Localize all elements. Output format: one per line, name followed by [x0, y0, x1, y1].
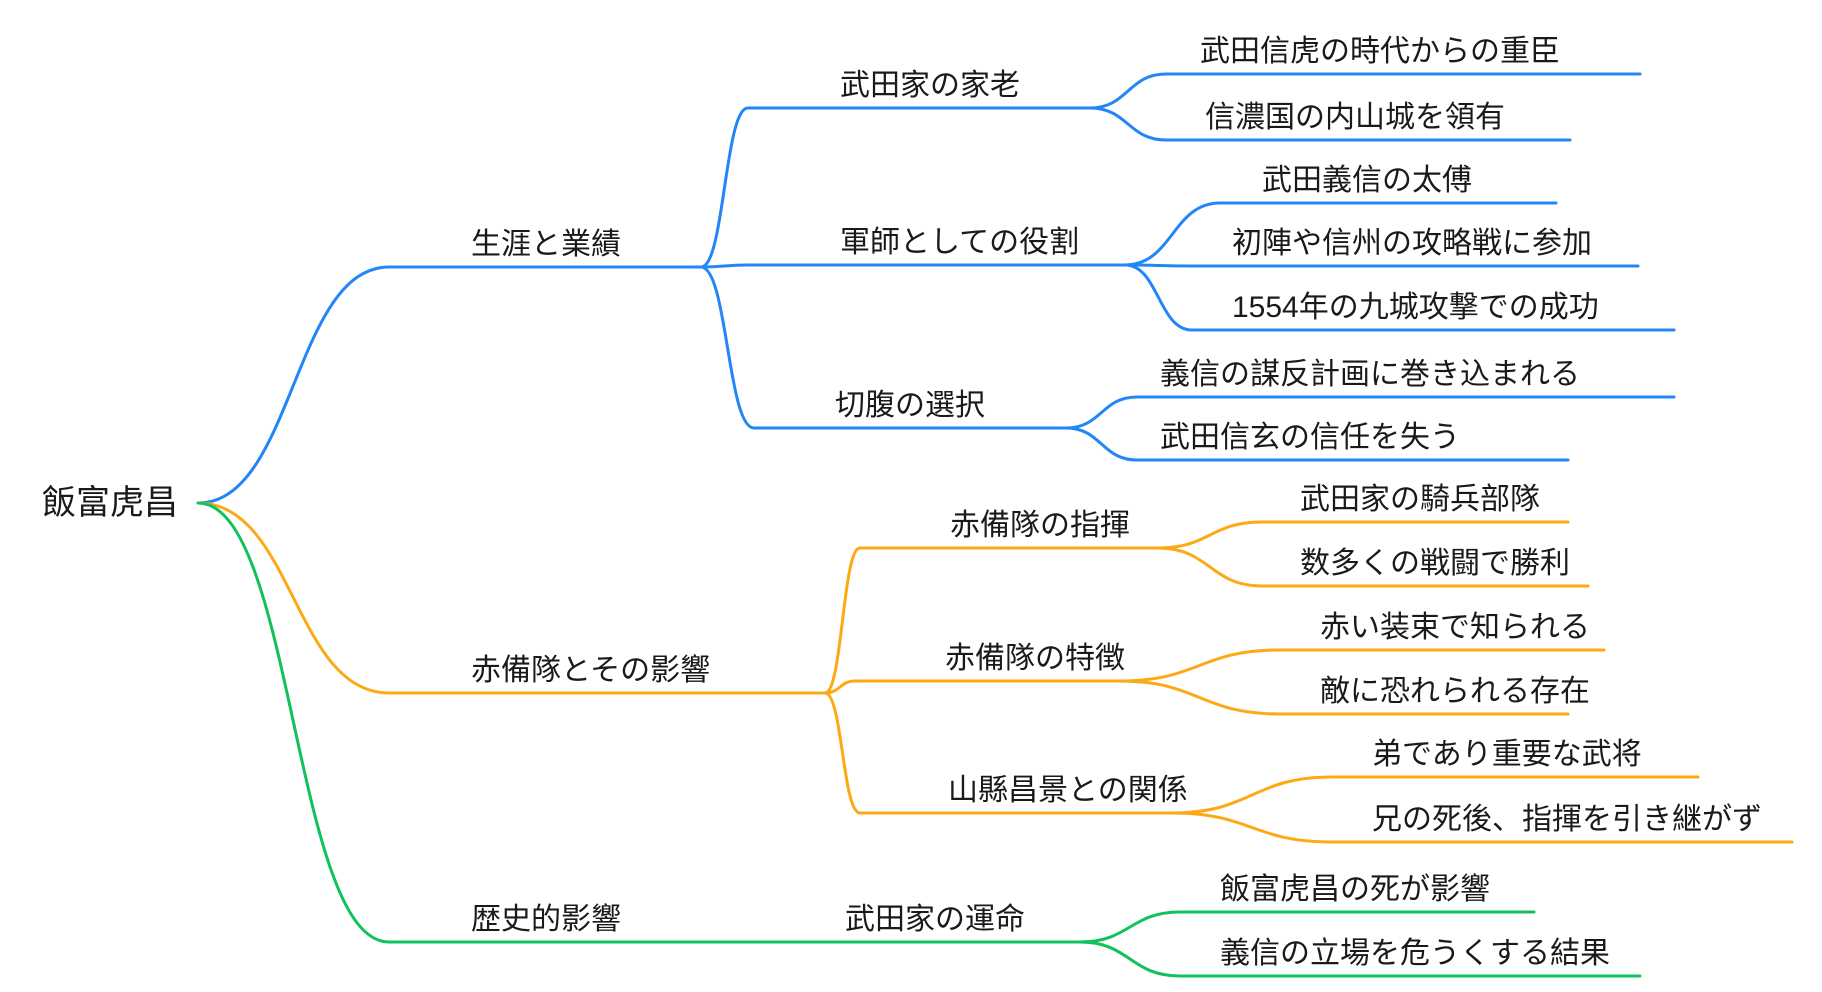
link-akazonae-to-yamagata: [823, 691, 862, 815]
node-takeda-family-elder[interactable]: 武田家の家老: [840, 69, 1020, 102]
link-seppuku-to-trust: [1064, 426, 1139, 462]
link-yamagata-to-command-not-inherited: [1170, 811, 1334, 844]
link-elder-to-uchiyama: [1088, 106, 1168, 142]
link-strategist-to-1554: [1123, 263, 1194, 332]
link-elder-to-retainer: [1088, 72, 1168, 110]
node-retainer-since-nobutora-era[interactable]: 武田信虎の時代からの重臣: [1200, 35, 1560, 68]
node-uchiyama-castle-lord[interactable]: 信濃国の内山城を領有: [1205, 101, 1505, 134]
link-features-to-feared: [1117, 679, 1282, 716]
link-root-to-akazonae: [196, 501, 391, 695]
node-command-not-inherited[interactable]: 兄の死後、指揮を引き継がず: [1372, 803, 1762, 836]
node-feared-by-enemies[interactable]: 敵に恐れられる存在: [1320, 675, 1590, 708]
link-life-to-elder: [699, 106, 750, 269]
link-yamagata-to-brother: [1170, 775, 1334, 815]
node-lost-shingen-trust[interactable]: 武田信玄の信任を失う: [1160, 421, 1460, 454]
node-akazonae-command[interactable]: 赤備隊の指揮: [950, 509, 1130, 542]
node-many-battle-victories[interactable]: 数多くの戦闘で勝利: [1300, 547, 1570, 580]
node-root[interactable]: 飯富虎昌: [42, 484, 178, 522]
link-command-to-cavalry: [1156, 520, 1264, 550]
node-akazonae-and-influence[interactable]: 赤備隊とその影響: [471, 654, 710, 687]
node-seppuku-choice[interactable]: 切腹の選択: [835, 389, 985, 422]
link-root-to-history: [196, 501, 391, 944]
node-younger-brother-important-general[interactable]: 弟であり重要な武将: [1372, 738, 1642, 771]
node-involved-in-rebellion-plot[interactable]: 義信の謀反計画に巻き込まれる: [1160, 358, 1580, 391]
node-1554-nine-castles-success[interactable]: 1554年の九城攻撃での成功: [1232, 291, 1599, 324]
link-life-to-strategist: [699, 263, 750, 269]
node-akazonae-features[interactable]: 赤備隊の特徴: [945, 642, 1125, 675]
node-takeda-cavalry-unit[interactable]: 武田家の騎兵部隊: [1300, 483, 1540, 516]
node-yoshinobu-tutor[interactable]: 武田義信の太傅: [1262, 164, 1472, 197]
node-torayasu-death-influence[interactable]: 飯富虎昌の死が影響: [1220, 873, 1490, 906]
node-life-and-achievements[interactable]: 生涯と業績: [471, 228, 621, 261]
node-yamagata-masakage-relation[interactable]: 山縣昌景との関係: [948, 774, 1188, 807]
link-fate-to-position-endangered: [1078, 940, 1182, 978]
link-strategist-to-tutor: [1123, 201, 1222, 267]
node-known-for-red-attire[interactable]: 赤い装束で知られる: [1320, 611, 1590, 644]
link-akazonae-to-features: [823, 679, 857, 695]
link-fate-to-death-influence: [1078, 910, 1182, 944]
branch-history-lines: [196, 501, 1642, 978]
link-root-to-life: [196, 265, 391, 505]
link-akazonae-to-command: [823, 546, 862, 695]
mindmap-labels: 飯富虎昌 生涯と業績 武田家の家老 武田信虎の時代からの重臣 信濃国の内山城を領…: [42, 35, 1762, 970]
branch-life-lines: [196, 72, 1676, 505]
link-features-to-red-attire: [1117, 648, 1282, 683]
node-strategist-role[interactable]: 軍師としての役割: [840, 226, 1079, 259]
node-first-battle-shinshu-campaigns[interactable]: 初陣や信州の攻略戦に参加: [1232, 227, 1592, 260]
link-seppuku-to-plot: [1064, 395, 1139, 430]
link-command-to-victories: [1156, 546, 1264, 588]
node-yoshinobu-position-endangered[interactable]: 義信の立場を危うくする結果: [1220, 937, 1610, 970]
link-life-to-seppuku: [699, 265, 756, 430]
node-takeda-family-fate[interactable]: 武田家の運命: [845, 903, 1025, 936]
branch-akazonae-lines: [196, 501, 1794, 844]
node-historical-influence[interactable]: 歴史的影響: [471, 903, 621, 936]
